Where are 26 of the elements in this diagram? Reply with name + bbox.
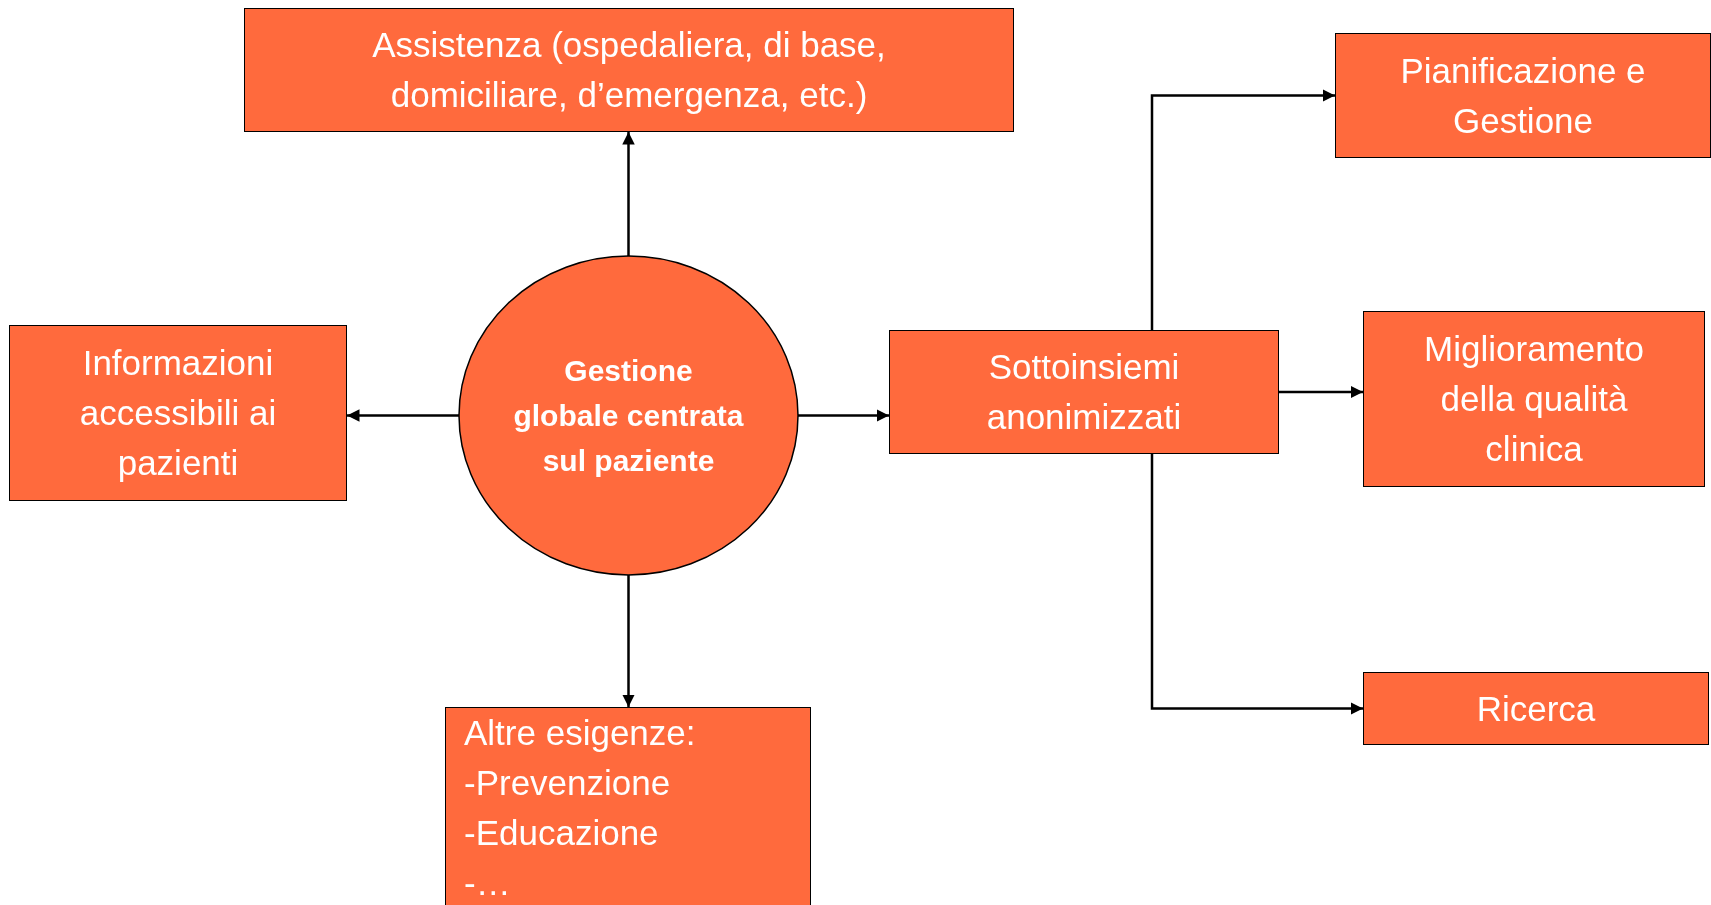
arrow <box>622 132 635 256</box>
arrow <box>622 575 635 707</box>
process-box <box>9 325 347 501</box>
arrow <box>798 409 889 422</box>
process-box <box>445 707 811 905</box>
node-label: Pianificazione e Gestione <box>1399 49 1647 142</box>
process-box <box>1363 672 1709 745</box>
ellipse-node <box>458 255 799 576</box>
node-label: Assistenza (ospedaliera, di base, domiciliare, d’emergenza, etc.) <box>371 24 887 116</box>
node-label: Gestione globale centrata sul paziente <box>512 353 745 479</box>
arrow <box>347 409 459 422</box>
arrow <box>1150 89 1335 330</box>
node-label: Miglioramento della qualità clinica <box>1423 328 1645 470</box>
node-label: -Prevenzione <box>464 762 671 804</box>
node-label: -… <box>464 862 511 904</box>
process-box <box>1363 311 1705 487</box>
node-label: -Educazione <box>464 812 659 854</box>
arrow <box>1150 454 1363 715</box>
node-label: Altre esigenze: <box>464 712 696 754</box>
node-label: Informazioni accessibili ai pazienti <box>78 342 278 484</box>
arrow <box>1279 385 1363 399</box>
node-label: Sottoinsiemi anonimizzati <box>985 346 1183 438</box>
process-box <box>889 330 1279 454</box>
process-box <box>1335 33 1711 158</box>
process-box <box>244 8 1014 132</box>
node-label: Ricerca <box>1476 687 1596 730</box>
